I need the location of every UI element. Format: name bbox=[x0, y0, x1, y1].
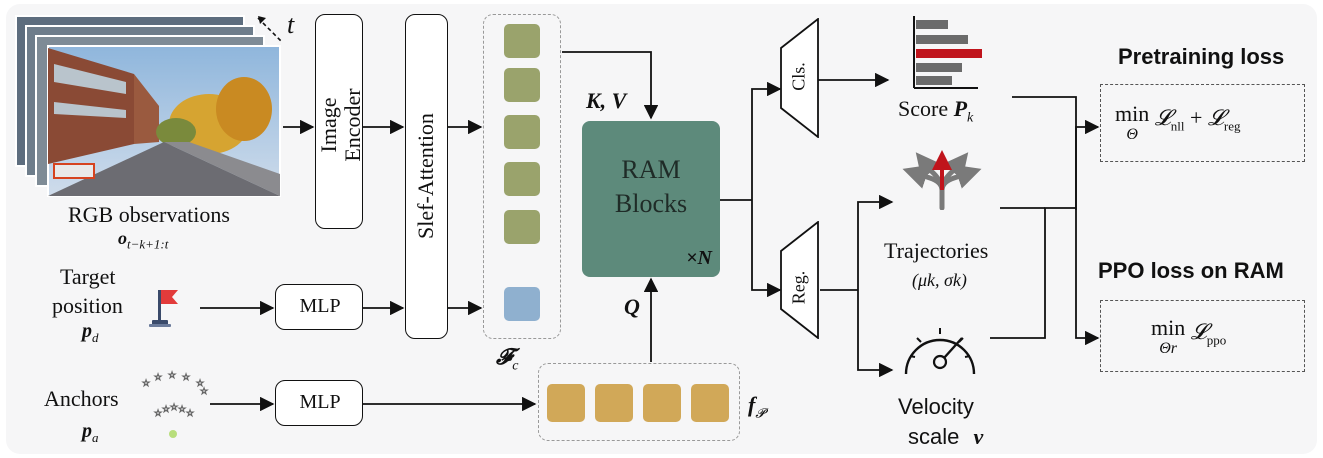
arrow-to-pretraining bbox=[1075, 119, 1100, 208]
ppo-title: PPO loss on RAM bbox=[1098, 258, 1284, 283]
query-feature-1 bbox=[547, 384, 585, 422]
arrow-reg-to-velocity bbox=[857, 290, 894, 378]
context-feature-5 bbox=[504, 210, 540, 244]
score-bar-3 bbox=[916, 49, 982, 58]
ram-repeat: ×N bbox=[686, 247, 712, 269]
score-bar-chart-icon bbox=[913, 16, 982, 89]
target-line1: Target bbox=[60, 264, 116, 289]
anchors-symbol-group: pa bbox=[82, 420, 99, 445]
image-encoder-line1: Image bbox=[316, 97, 341, 153]
score-label: Score Pk bbox=[898, 96, 974, 126]
pretraining-loss-box: min Θ 𝓛nll + 𝓛reg bbox=[1100, 84, 1305, 162]
svg-text:☆: ☆ bbox=[162, 404, 170, 414]
arrow-context-to-ram bbox=[562, 51, 659, 120]
query-features-symbol: f𝓟 bbox=[748, 392, 765, 421]
ppo-formula: min Θr 𝓛ppo bbox=[1151, 315, 1227, 358]
ram-block: RAM Blocks ×N bbox=[582, 121, 720, 277]
svg-text:☆: ☆ bbox=[154, 372, 162, 382]
ppo-loss-box: min Θr 𝓛ppo bbox=[1100, 300, 1305, 372]
svg-text:☆: ☆ bbox=[196, 378, 204, 388]
context-features-group bbox=[483, 14, 561, 339]
line-score-out bbox=[1012, 96, 1077, 210]
ram-label-line2: Blocks bbox=[614, 189, 688, 218]
svg-text:☆: ☆ bbox=[142, 378, 150, 388]
svg-text:☆: ☆ bbox=[178, 404, 186, 414]
frame-front bbox=[47, 45, 281, 197]
camera-frames-image bbox=[15, 15, 281, 197]
rgb-label: RGB observations bbox=[68, 202, 230, 227]
speedometer-icon bbox=[904, 328, 976, 375]
image-encoder-box: Image Encoder bbox=[315, 14, 365, 229]
pretraining-formula: min Θ 𝓛nll + 𝓛reg bbox=[1115, 101, 1241, 144]
image-encoder-line2: Encoder bbox=[340, 88, 365, 162]
svg-text:☆: ☆ bbox=[168, 370, 176, 380]
time-symbol: t bbox=[287, 10, 295, 39]
context-feature-4 bbox=[504, 162, 540, 196]
cls-head-label: Cls. bbox=[788, 62, 809, 91]
reg-head bbox=[780, 221, 819, 339]
line-velocity-out bbox=[990, 207, 1076, 339]
score-bar-4 bbox=[916, 63, 962, 72]
ram-label-line1: RAM bbox=[621, 155, 681, 184]
reg-head-label: Reg. bbox=[788, 270, 809, 305]
velocity-line2-group: scale v bbox=[908, 424, 984, 449]
query-feature-4 bbox=[691, 384, 729, 422]
self-attention-box: Slef-Attention bbox=[405, 14, 448, 339]
rgb-symbol: o bbox=[118, 228, 127, 248]
target-symbol-group: pd bbox=[82, 320, 99, 345]
svg-text:☆: ☆ bbox=[170, 402, 178, 412]
context-feature-2 bbox=[504, 68, 540, 102]
context-feature-3 bbox=[504, 115, 540, 149]
time-arrow-icon bbox=[257, 16, 283, 43]
score-bar-1 bbox=[916, 20, 948, 29]
arrow-ram-to-cls bbox=[751, 81, 782, 200]
kv-label: K, V bbox=[586, 88, 627, 113]
score-bar-2 bbox=[916, 35, 968, 44]
velocity-line1: Velocity bbox=[898, 394, 974, 419]
pretraining-title: Pretraining loss bbox=[1118, 44, 1285, 69]
trajectories-params: (μk, σk) bbox=[912, 270, 967, 290]
svg-text:☆: ☆ bbox=[182, 372, 190, 382]
target-feature bbox=[504, 287, 540, 321]
anchors-label: Anchors bbox=[44, 386, 119, 411]
score-bar-5 bbox=[916, 76, 952, 85]
arrow-to-ppo bbox=[1075, 208, 1100, 346]
mlp-target-box: MLP bbox=[275, 284, 363, 330]
red-flag-icon bbox=[149, 290, 178, 327]
anchor-dots-icon: ☆ ☆ ☆ ☆ ☆ ☆ ☆ ☆ ☆ ☆ ☆ bbox=[142, 370, 209, 438]
q-label: Q bbox=[624, 294, 640, 319]
trajectory-arrows-icon bbox=[902, 150, 982, 210]
arrow-ram-to-reg bbox=[751, 200, 782, 298]
self-attention-label: Slef-Attention bbox=[413, 113, 438, 239]
context-feature-1 bbox=[504, 24, 540, 58]
rgb-symbol-group: ot−k+1:t bbox=[118, 228, 168, 253]
svg-text:☆: ☆ bbox=[186, 408, 194, 418]
query-features-group bbox=[538, 363, 740, 441]
query-feature-2 bbox=[595, 384, 633, 422]
query-feature-3 bbox=[643, 384, 681, 422]
svg-text:☆: ☆ bbox=[200, 386, 208, 396]
trajectories-label: Trajectories bbox=[884, 238, 989, 263]
svg-text:☆: ☆ bbox=[154, 408, 162, 418]
cls-head bbox=[780, 18, 819, 138]
mlp-anchors-label: MLP bbox=[299, 391, 341, 413]
arrow-reg-to-traj bbox=[857, 194, 894, 290]
target-line2: position bbox=[52, 293, 123, 318]
image-encoder-label: Image Encoder bbox=[316, 40, 365, 210]
mlp-target-label: MLP bbox=[299, 295, 341, 317]
rgb-subscript: t−k+1:t bbox=[127, 236, 169, 252]
context-features-symbol: 𝓕c bbox=[496, 344, 519, 374]
mlp-anchors-box: MLP bbox=[275, 380, 363, 426]
